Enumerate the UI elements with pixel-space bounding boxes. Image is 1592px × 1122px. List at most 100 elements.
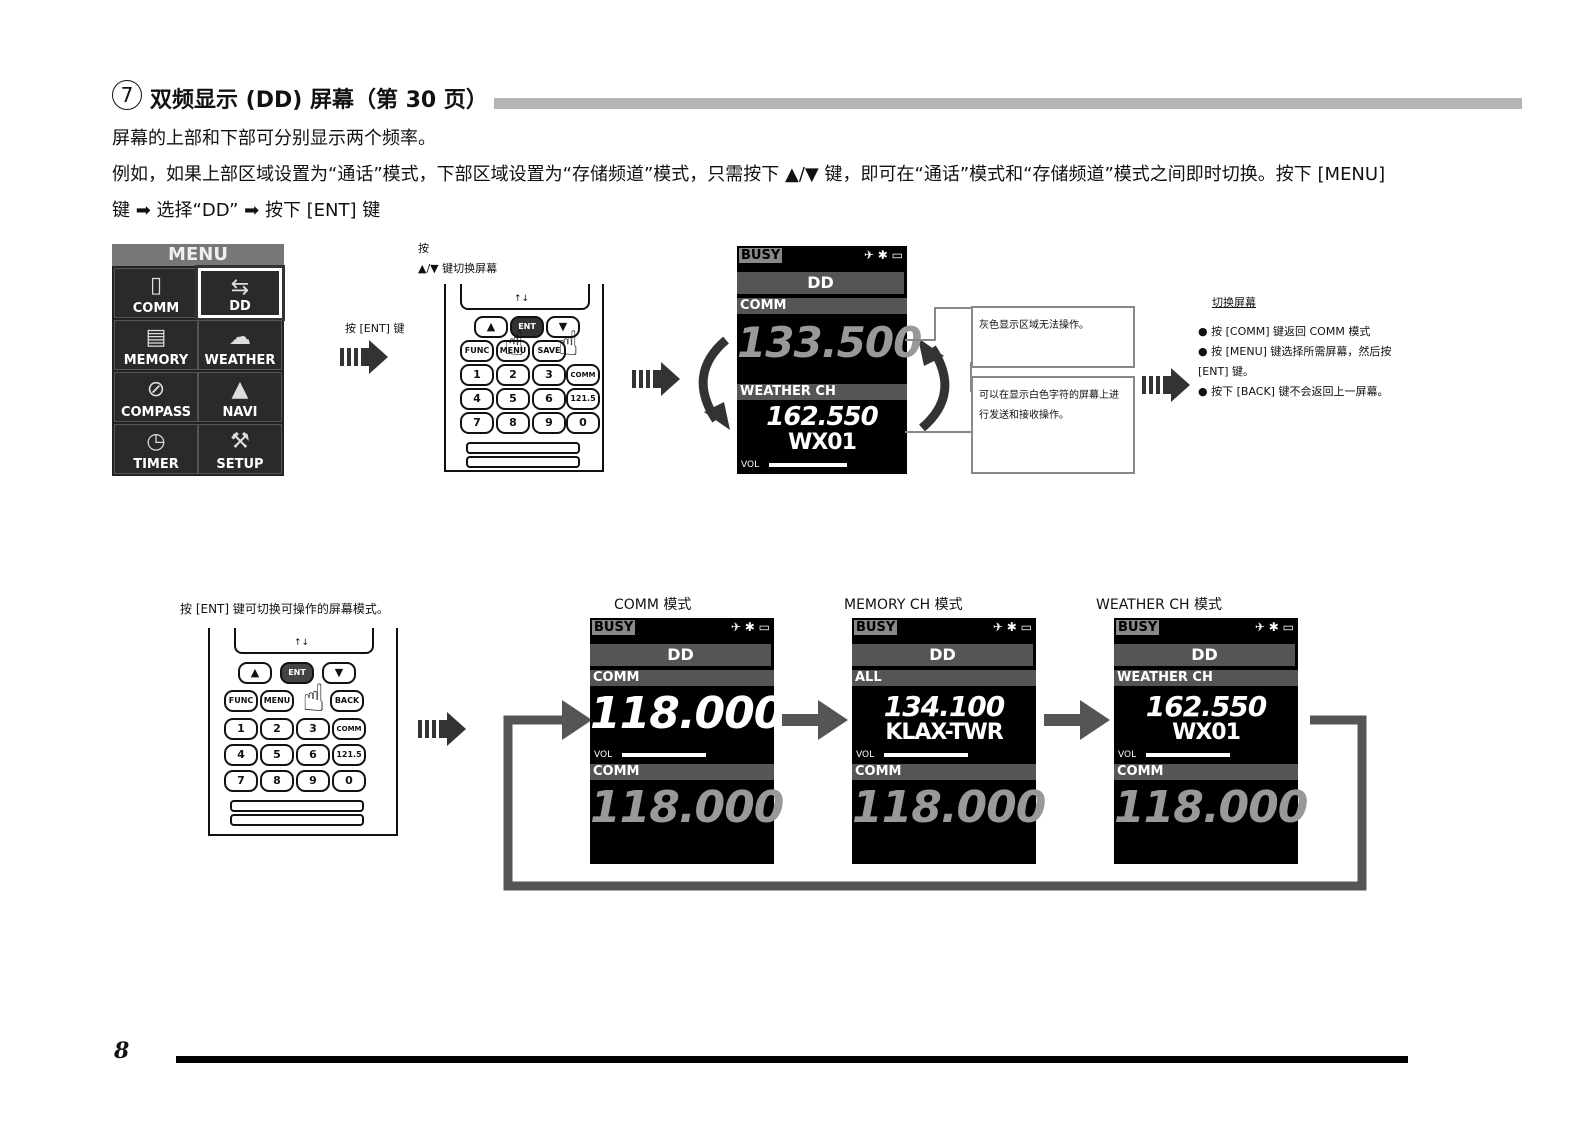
key-0[interactable]: 0 bbox=[566, 412, 600, 434]
down-key[interactable]: ▼ bbox=[322, 662, 356, 684]
menu-key[interactable]: MENU bbox=[496, 340, 530, 362]
key-5[interactable]: 5 bbox=[260, 744, 294, 766]
lower-frequency: 118.000 bbox=[852, 782, 1046, 833]
key-1215[interactable]: 121.5 bbox=[332, 744, 366, 766]
key-9[interactable]: 9 bbox=[296, 770, 330, 792]
save-key[interactable]: SAVE bbox=[532, 340, 566, 362]
step-arrow-icon bbox=[1142, 368, 1190, 402]
navigation-icon: ▲ bbox=[231, 377, 249, 402]
key-1[interactable]: 1 bbox=[224, 718, 258, 740]
wrench-icon: ⚒ bbox=[230, 429, 250, 454]
menu-item-dd[interactable]: ⇆ DD bbox=[195, 265, 285, 321]
lower-frequency: 118.000 bbox=[590, 782, 784, 833]
key-4[interactable]: 4 bbox=[224, 744, 258, 766]
compass-icon: ⊘ bbox=[146, 377, 166, 402]
key-9[interactable]: 9 bbox=[532, 412, 566, 434]
weather-mode-screen: BUSY ✈ ✱ ▭ DD WEATHER CH 162.550 WX01 VO… bbox=[1114, 618, 1308, 864]
lower-frequency: 118.000 bbox=[1114, 782, 1308, 833]
volume-bar bbox=[1146, 753, 1230, 757]
menu-item-weather[interactable]: ☁ WEATHER bbox=[198, 320, 282, 370]
press-updown-label: ▲/▼ 键切换屏幕 bbox=[418, 262, 498, 275]
dual-display-icon: ⇆ bbox=[230, 275, 250, 300]
key-6[interactable]: 6 bbox=[296, 744, 330, 766]
menu-item-compass[interactable]: ⊘ COMPASS bbox=[114, 372, 198, 422]
upper-frequency: 162.550 bbox=[1145, 690, 1268, 723]
comm-mode-screen: BUSY ✈ ✱ ▭ DD COMM 118.000 VOL COMM 118.… bbox=[590, 618, 784, 864]
press-ent-label: 按 [ENT] 键 bbox=[345, 322, 405, 335]
mode-cycle-loop bbox=[503, 700, 1367, 891]
book-icon: ▤ bbox=[145, 325, 167, 350]
comm-mode-label: COMM 模式 bbox=[614, 597, 692, 613]
upper-frequency: 133.500 bbox=[737, 318, 922, 367]
key-3[interactable]: 3 bbox=[532, 364, 566, 386]
key-7[interactable]: 7 bbox=[460, 412, 494, 434]
switch-screen-list: ● 按 [COMM] 键返回 COMM 模式 ● 按 [MENU] 键选择所需屏… bbox=[1198, 322, 1398, 402]
cloud-icon: ☁ bbox=[229, 325, 251, 350]
busy-indicator: BUSY bbox=[854, 620, 898, 635]
list-item: ● 按下 [BACK] 键不会返回上一屏幕。 bbox=[1198, 385, 1389, 398]
key-2[interactable]: 2 bbox=[496, 364, 530, 386]
footer-rule bbox=[176, 1056, 1408, 1063]
vol-label: VOL bbox=[741, 460, 760, 470]
comm-key[interactable]: COMM bbox=[332, 718, 366, 740]
stopwatch-icon: ◷ bbox=[146, 429, 166, 454]
bluetooth-battery-icon: ✈ ✱ ▭ bbox=[1254, 620, 1294, 634]
key-1[interactable]: 1 bbox=[460, 364, 494, 386]
ent-switch-label: 按 [ENT] 键可切换可操作的屏幕模式。 bbox=[180, 602, 389, 616]
section-heading: 双频显示 (DD) 屏幕（第 30 页） bbox=[150, 82, 494, 114]
ent-key[interactable]: ENT bbox=[280, 662, 314, 684]
busy-indicator: BUSY bbox=[1116, 620, 1160, 635]
menu-item-comm[interactable]: ▯ COMM bbox=[114, 268, 198, 318]
back-key[interactable]: BACK bbox=[330, 690, 364, 712]
menu-item-navi[interactable]: ▲ NAVI bbox=[198, 372, 282, 422]
volume-bar bbox=[884, 753, 968, 757]
page-number: 8 bbox=[114, 1038, 130, 1064]
upper-channel-name: KLAX-TWR bbox=[885, 720, 1003, 745]
key-6[interactable]: 6 bbox=[532, 388, 566, 410]
vol-label: VOL bbox=[1118, 750, 1137, 760]
key-8[interactable]: 8 bbox=[260, 770, 294, 792]
key-8[interactable]: 8 bbox=[496, 412, 530, 434]
list-item: ● 按 [COMM] 键返回 COMM 模式 bbox=[1198, 325, 1371, 338]
key-1215[interactable]: 121.5 bbox=[566, 388, 600, 410]
cycle-arrow-left-icon bbox=[698, 336, 730, 430]
upper-mode-label: COMM bbox=[590, 670, 774, 686]
key-0[interactable]: 0 bbox=[332, 770, 366, 792]
lower-mode-label: COMM bbox=[590, 764, 774, 780]
volume-bar bbox=[769, 463, 847, 467]
dd-header: DD bbox=[590, 644, 771, 666]
func-key[interactable]: FUNC bbox=[224, 690, 258, 712]
upper-frequency: 118.000 bbox=[590, 688, 784, 739]
func-key[interactable]: FUNC bbox=[460, 340, 494, 362]
title-rule bbox=[412, 98, 1522, 109]
step-arrow-icon bbox=[418, 712, 466, 746]
upper-mode-label: WEATHER CH bbox=[1114, 670, 1298, 686]
lower-mode-label: COMM bbox=[852, 764, 1036, 780]
intro-line-2: 例如，如果上部区域设置为“通话”模式，下部区域设置为“存储频道”模式，只需按下 … bbox=[112, 164, 1386, 185]
switch-screen-title: 切换屏幕 bbox=[1212, 296, 1256, 309]
up-key[interactable]: ▲ bbox=[238, 662, 272, 684]
radio-keypad-top: ↑↓ ▲ ENT ▼ FUNC MENU SAVE 1 2 3 COMM 4 5… bbox=[444, 284, 604, 472]
section-title: 7 双频显示 (DD) 屏幕（第 30 页） bbox=[112, 80, 1522, 114]
menu-item-memory[interactable]: ▤ MEMORY bbox=[114, 320, 198, 370]
bluetooth-battery-icon: ✈ ✱ ▭ bbox=[730, 620, 770, 634]
comm-key[interactable]: COMM bbox=[566, 364, 600, 386]
white-area-note: 可以在显示白色字符的屏幕上进行发送和接收操作。 bbox=[971, 376, 1135, 474]
weather-mode-label: WEATHER CH 模式 bbox=[1096, 597, 1223, 613]
down-key[interactable]: ▼ bbox=[546, 316, 580, 338]
key-2[interactable]: 2 bbox=[260, 718, 294, 740]
menu-item-timer[interactable]: ◷ TIMER bbox=[114, 424, 198, 474]
key-7[interactable]: 7 bbox=[224, 770, 258, 792]
menu-key[interactable]: MENU bbox=[260, 690, 294, 712]
ent-key[interactable]: ENT bbox=[510, 316, 544, 338]
callout-lines bbox=[905, 307, 972, 433]
key-4[interactable]: 4 bbox=[460, 388, 494, 410]
menu-item-setup[interactable]: ⚒ SETUP bbox=[198, 424, 282, 474]
dd-header: DD bbox=[737, 272, 904, 294]
pointing-hand-icon: ☝ bbox=[302, 676, 326, 720]
key-5[interactable]: 5 bbox=[496, 388, 530, 410]
key-3[interactable]: 3 bbox=[296, 718, 330, 740]
up-key[interactable]: ▲ bbox=[474, 316, 508, 338]
upper-mode-label: COMM bbox=[737, 298, 907, 314]
section-number: 7 bbox=[112, 80, 142, 110]
